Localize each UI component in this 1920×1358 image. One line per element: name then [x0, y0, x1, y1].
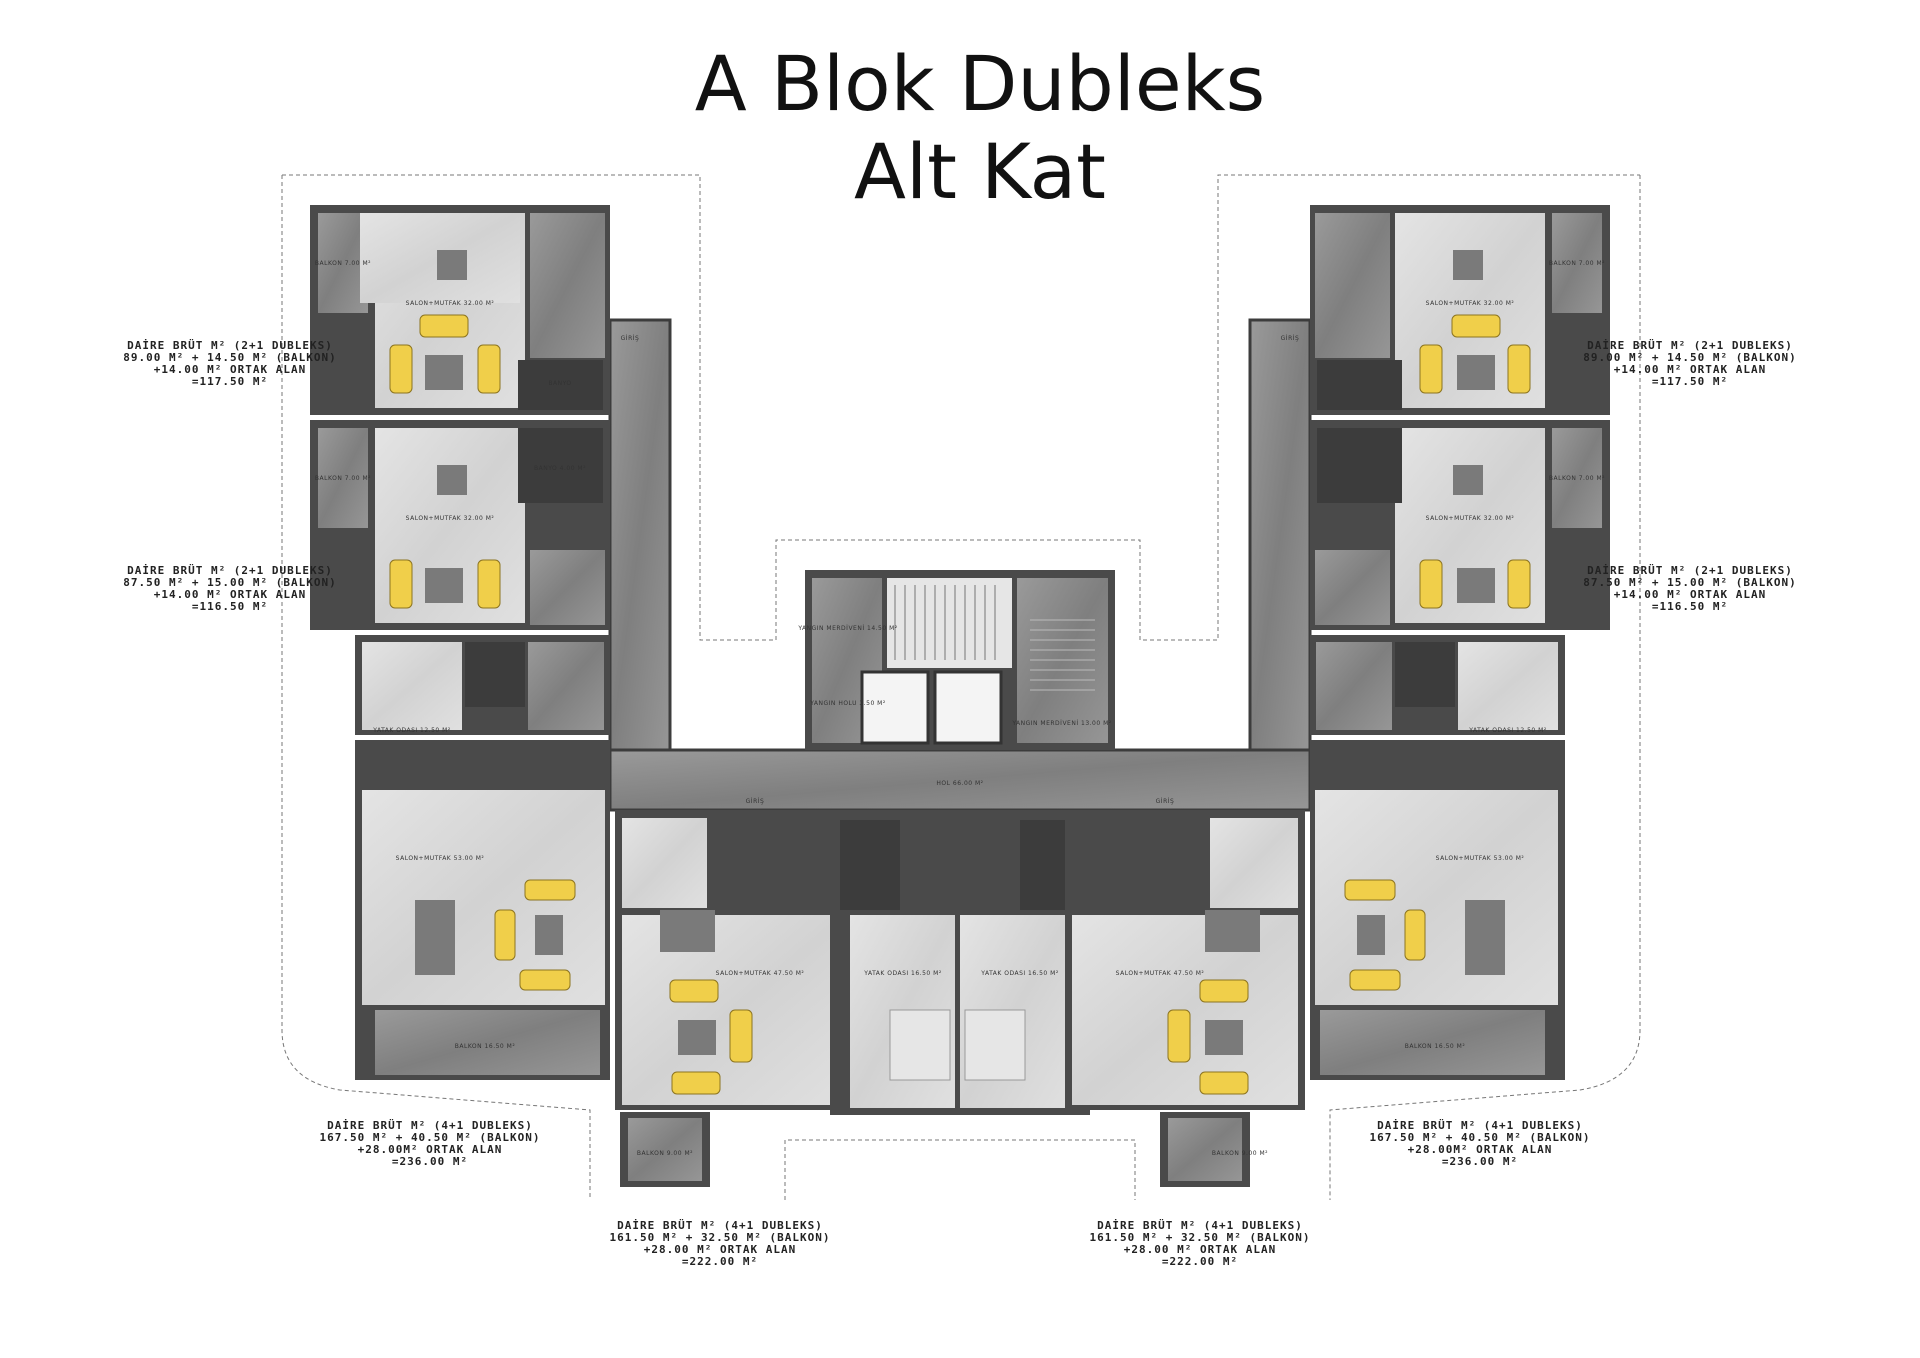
area-note-center-left: DAİRE BRÜT M² (4+1 DUBLEKS) 161.50 M² + …	[609, 1219, 831, 1268]
area-note-mid-left: DAİRE BRÜT M² (2+1 DUBLEKS) 87.50 M² + 1…	[123, 564, 337, 613]
area-note-center-right: DAİRE BRÜT M² (4+1 DUBLEKS) 161.50 M² + …	[1089, 1219, 1311, 1268]
apartment-right-bedroom	[1310, 635, 1565, 735]
title-line-1: A Blok Dubleks	[694, 39, 1266, 128]
right-corridor	[1248, 318, 1312, 752]
title-line-2: Alt Kat	[854, 127, 1106, 216]
room-label: BALKON 7.00 M²	[1549, 475, 1605, 482]
room-label: YATAK ODASI 12.50 M²	[1468, 727, 1547, 734]
apartment-center-left	[615, 810, 855, 1187]
area-note-bottom-right: DAİRE BRÜT M² (4+1 DUBLEKS) 167.50 M² + …	[1369, 1119, 1591, 1168]
room-label: YANGIN MERDİVENİ 13.00 M²	[1011, 720, 1111, 727]
room-label: SALON+MUTFAK 32.00 M²	[1426, 300, 1515, 307]
apartment-bottom-left	[355, 740, 610, 1080]
apartment-top-left-1	[310, 205, 610, 415]
area-note-bottom-left: DAİRE BRÜT M² (4+1 DUBLEKS) 167.50 M² + …	[319, 1119, 541, 1168]
room-label: BALKON 9.00 M²	[637, 1150, 693, 1157]
room-label: GİRİŞ	[1281, 335, 1300, 342]
apartment-bottom-right	[1310, 740, 1565, 1080]
room-label: SALON+MUTFAK 53.00 M²	[1436, 855, 1525, 862]
room-label: SALON+MUTFAK 53.00 M²	[396, 855, 485, 862]
room-label: BALKON 7.00 M²	[1549, 260, 1605, 267]
apartment-left-bedroom	[355, 635, 610, 735]
left-corridor	[608, 318, 672, 752]
room-label: BANYO 4.00 M²	[534, 465, 586, 472]
room-label: BALKON 9.00 M²	[1212, 1150, 1268, 1157]
room-label: YATAK ODASI 16.50 M²	[863, 970, 942, 977]
area-note-mid-right: DAİRE BRÜT M² (2+1 DUBLEKS) 87.50 M² + 1…	[1583, 564, 1797, 613]
room-label: SALON+MUTFAK 47.50 M²	[1116, 970, 1205, 977]
room-label: BALKON 16.50 M²	[455, 1043, 516, 1050]
room-label: SALON+MUTFAK 32.00 M²	[406, 300, 495, 307]
page-title: A Blok Dubleks Alt Kat	[0, 40, 1920, 216]
apartment-top-right-2	[1310, 420, 1610, 630]
room-label: BALKON 16.50 M²	[1405, 1043, 1466, 1050]
room-label: SALON+MUTFAK 32.00 M²	[1426, 515, 1515, 522]
center-bedrooms	[830, 810, 1090, 1115]
room-label: YATAK ODASI 12.50 M²	[372, 727, 451, 734]
apartment-top-right-1	[1310, 205, 1610, 415]
room-label: GİRİŞ	[621, 335, 640, 342]
room-label: HOL 66.00 M²	[936, 780, 983, 787]
room-label: GİRİŞ	[1156, 798, 1175, 805]
central-core	[805, 570, 1115, 750]
room-label: BANYO	[548, 380, 571, 387]
dashed-site-outline	[281, 174, 1641, 1200]
room-label: SALON+MUTFAK 32.00 M²	[406, 515, 495, 522]
area-note-top-left: DAİRE BRÜT M² (2+1 DUBLEKS) 89.00 M² + 1…	[123, 339, 337, 388]
room-label: YATAK ODASI 16.50 M²	[980, 970, 1059, 977]
room-label: BALKON 7.00 M²	[315, 475, 371, 482]
room-label: GİRİŞ	[746, 798, 765, 805]
area-note-top-right: DAİRE BRÜT M² (2+1 DUBLEKS) 89.00 M² + 1…	[1583, 339, 1797, 388]
room-label: YANGIN MERDİVENİ 14.50 M²	[797, 625, 897, 632]
room-label: YANGIN HOLU 3.50 M²	[809, 700, 886, 707]
apartment-top-left-2	[310, 420, 610, 630]
apartment-center-right	[1065, 810, 1305, 1187]
room-label: SALON+MUTFAK 47.50 M²	[716, 970, 805, 977]
room-label: BALKON 7.00 M²	[315, 260, 371, 267]
